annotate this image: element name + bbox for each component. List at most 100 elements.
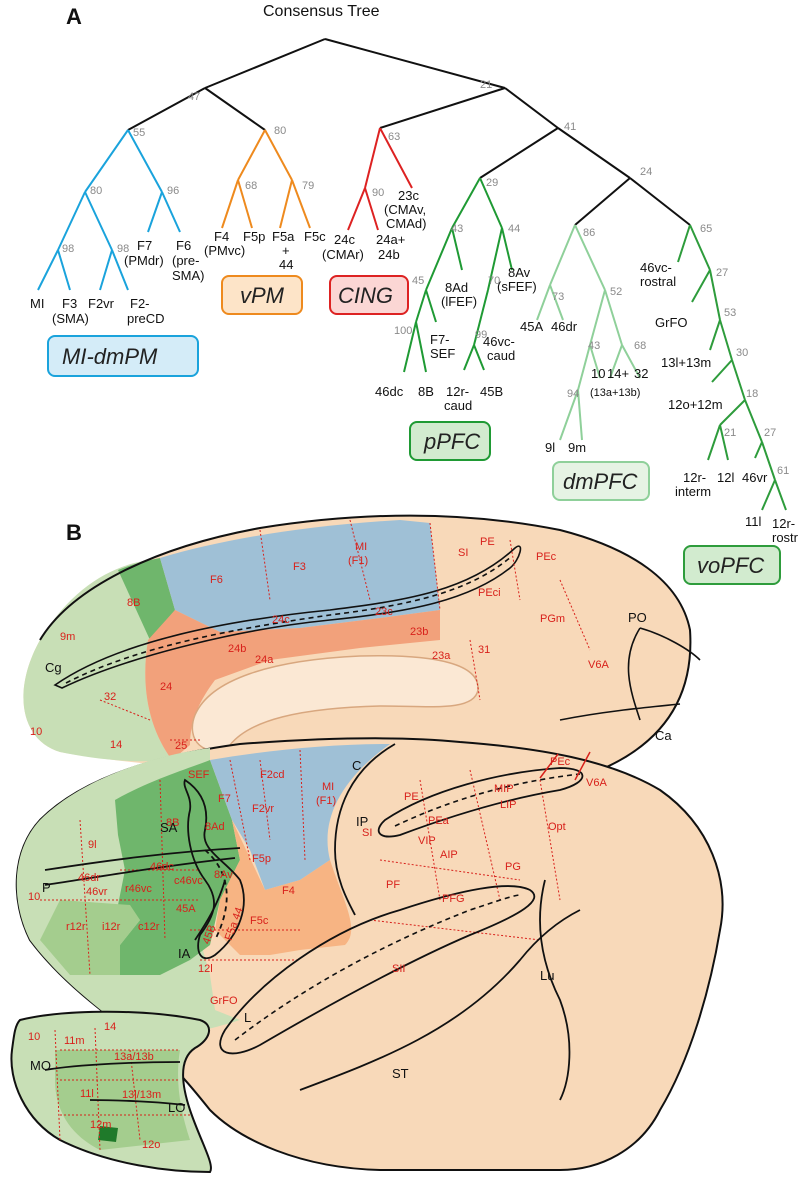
group-cing: CING [329,275,409,315]
cluster-vpm-leaves: F4 (PMvc) F5p F5a + 44 F5c [204,229,326,272]
leaf-label: F5c [304,229,326,244]
tree-title: Consensus Tree [263,3,380,20]
medial-sulcus-cg [53,545,522,689]
leaf-label: 46vc- [640,260,672,275]
cluster-vpm-values: 80 68 79 [245,125,314,192]
leaf-label: 14+ [607,366,629,381]
region-label: r46vc [125,883,152,895]
region-label: 23c [375,606,393,618]
leaf-label: preCD [127,311,165,326]
bootstrap-value: 27 [764,427,776,439]
region-label: SII [392,963,405,975]
leaf-label: F7- [430,332,450,347]
cluster-vopfc-branches [677,224,787,511]
leaf-label: 9l [545,440,555,455]
bootstrap-value: 61 [777,465,789,477]
region-label: PF [386,879,400,891]
region-label: F2vr [252,803,274,815]
region-label: PEci [478,587,501,599]
leaf-label: SMA) [172,268,205,283]
region-label: r12r [66,921,86,933]
bootstrap-value: 45 [412,275,424,287]
cluster-ppfc-values: 29 43 44 45 100 70 99 [394,177,520,341]
region-label: 24a [255,654,274,666]
region-label: 25 [175,740,187,752]
cluster-dmpfc-branches [536,224,641,441]
region-label: LIP [500,799,517,811]
orbital-region-dark [98,1126,118,1142]
bootstrap-value: 43 [451,223,463,235]
tree-backbone [127,38,691,226]
region-label: MI [355,541,367,553]
region-label: 8B [127,597,140,609]
leaf-label: F5p [243,229,265,244]
sulcus-label: IA [178,946,191,961]
group-box [329,275,409,315]
pec-pointer [539,751,591,781]
bootstrap-value: 53 [724,307,736,319]
region-label: PG [505,861,521,873]
bootstrap-value: 24 [640,166,652,178]
bootstrap-value: 65 [700,223,712,235]
sulcus-l-outline [219,885,536,1055]
region-label: 13l/13m [122,1089,161,1101]
region-label: PE [404,791,419,803]
bootstrap-value: 21 [724,427,736,439]
leaf-label: 24b [378,247,400,262]
leaf-label: 23c [398,188,419,203]
bootstrap-value: 70 [488,275,500,287]
region-label: c12r [138,921,160,933]
leaf-label: rostral [640,274,676,289]
region-label: 9l [88,839,97,851]
leaf-label: (lFEF) [441,294,477,309]
orbital-view: 10 11m 14 13a/13b 11l 13l/13m 12m 12o MO… [10,1010,212,1174]
bootstrap-value: 52 [610,286,622,298]
leaf-label: 8B [418,384,434,399]
sulcus-label: MO [30,1058,51,1073]
medial-view: MI (F1) F6 F3 8B 9m 24c 23c 24b 24a 23b … [23,514,701,787]
region-label: F6 [210,574,223,586]
region-label: PEa [428,815,450,827]
leaf-label: 13l+13m [661,355,711,370]
lateral-region-orange [215,820,352,955]
leaf-label: (13a+13b) [590,387,640,399]
group-mi-dmpm: MI-dmPM [47,335,199,377]
bootstrap-value: 43 [588,340,600,352]
cluster-cing-leaves: 24c (CMAr) 24a+ 24b 23c (CMAv, CMAd) [322,188,426,262]
sulcus-label: IP [356,814,368,829]
leaf-label: F6 [176,238,191,253]
leaf-label: 45B [480,384,503,399]
bootstrap-value: 90 [372,187,384,199]
region-label: 46dc [150,861,174,873]
leaf-label: interm [675,484,711,499]
region-label: 13a/13b [114,1051,154,1063]
leaf-label: 11l [745,514,761,529]
bootstrap-value: 100 [394,325,412,337]
leaf-label: 9m [568,440,586,455]
bootstrap-value: 73 [552,291,564,303]
panel-a-label: A [66,4,82,29]
region-label: 8Ad [205,821,225,833]
medial-sulcus-po [627,627,701,721]
region-label: AIP [440,849,458,861]
tree-backbone-values: 21 47 41 24 [188,79,652,178]
bootstrap-value: 98 [62,243,74,255]
leaf-label: F7 [137,238,152,253]
bootstrap-value: 79 [302,180,314,192]
region-label: 9m [60,631,75,643]
region-label: V6A [586,777,607,789]
group-title: pPFC [423,429,480,454]
sulcus-mo [44,1061,181,1071]
region-label: 46vr [86,886,108,898]
region-label: 24b [228,643,246,655]
cluster-cing-values: 63 90 [372,131,400,199]
region-label: SI [362,827,372,839]
leaf-label: 24a+ [376,232,405,247]
medial-sulcus-cg-dash [65,555,513,684]
region-label: F4 [282,885,295,897]
leaf-label: MI [30,296,44,311]
bootstrap-value: 86 [583,227,595,239]
bootstrap-value: 80 [274,125,286,137]
group-title: MI-dmPM [62,344,158,369]
bootstrap-value: 47 [188,91,200,103]
